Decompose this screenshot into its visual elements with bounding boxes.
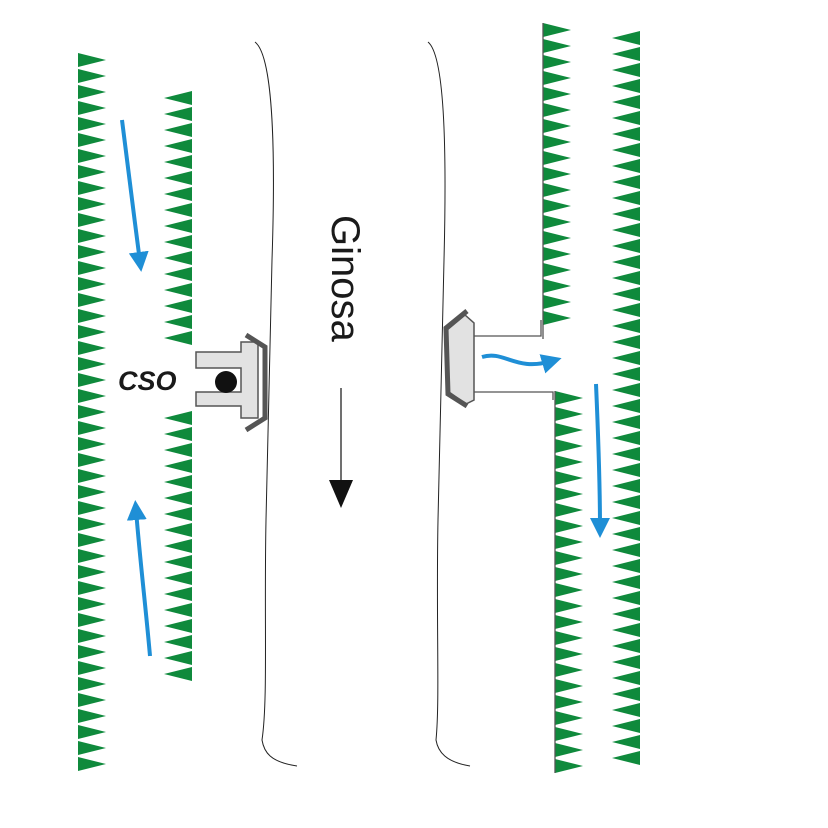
vegetation-fringe-shape (164, 91, 192, 345)
vegetation-fringe-shape (78, 53, 106, 771)
vegetation-strip-right-inner-bottom (554, 391, 583, 773)
vegetation-strip-right-inner-top (542, 23, 571, 339)
intake-structure[interactable] (443, 309, 475, 409)
flow-arrow-downstream-up (126, 500, 152, 657)
vegetation-strip-left-inner-bottom (164, 411, 192, 681)
flow-arrow-upstream-down (120, 119, 149, 272)
vegetation-strip-left-outer (78, 53, 106, 771)
vegetation-strip-right-outer (612, 31, 640, 765)
vegetation-strip-left-inner-top (164, 91, 192, 345)
flow-arrow-channel-down (589, 383, 610, 538)
cso-outfall-dot[interactable] (215, 371, 237, 393)
river-bank-right (427, 41, 471, 767)
vegetation-fringe-shape (612, 31, 640, 765)
vegetation-fringe-shape (555, 391, 583, 773)
cso-label: CSO (118, 366, 177, 396)
vegetation-fringe-shape (164, 411, 192, 681)
river-bank-left (254, 41, 298, 767)
river-name-label: Ginosa (323, 215, 367, 342)
flow-arrow-into-channel (481, 353, 562, 374)
vegetation-fringe-shape (543, 23, 571, 325)
right-intake-channel (470, 320, 554, 400)
cso-outlet-structure[interactable] (195, 332, 268, 433)
river-flow-arrow (329, 388, 353, 508)
